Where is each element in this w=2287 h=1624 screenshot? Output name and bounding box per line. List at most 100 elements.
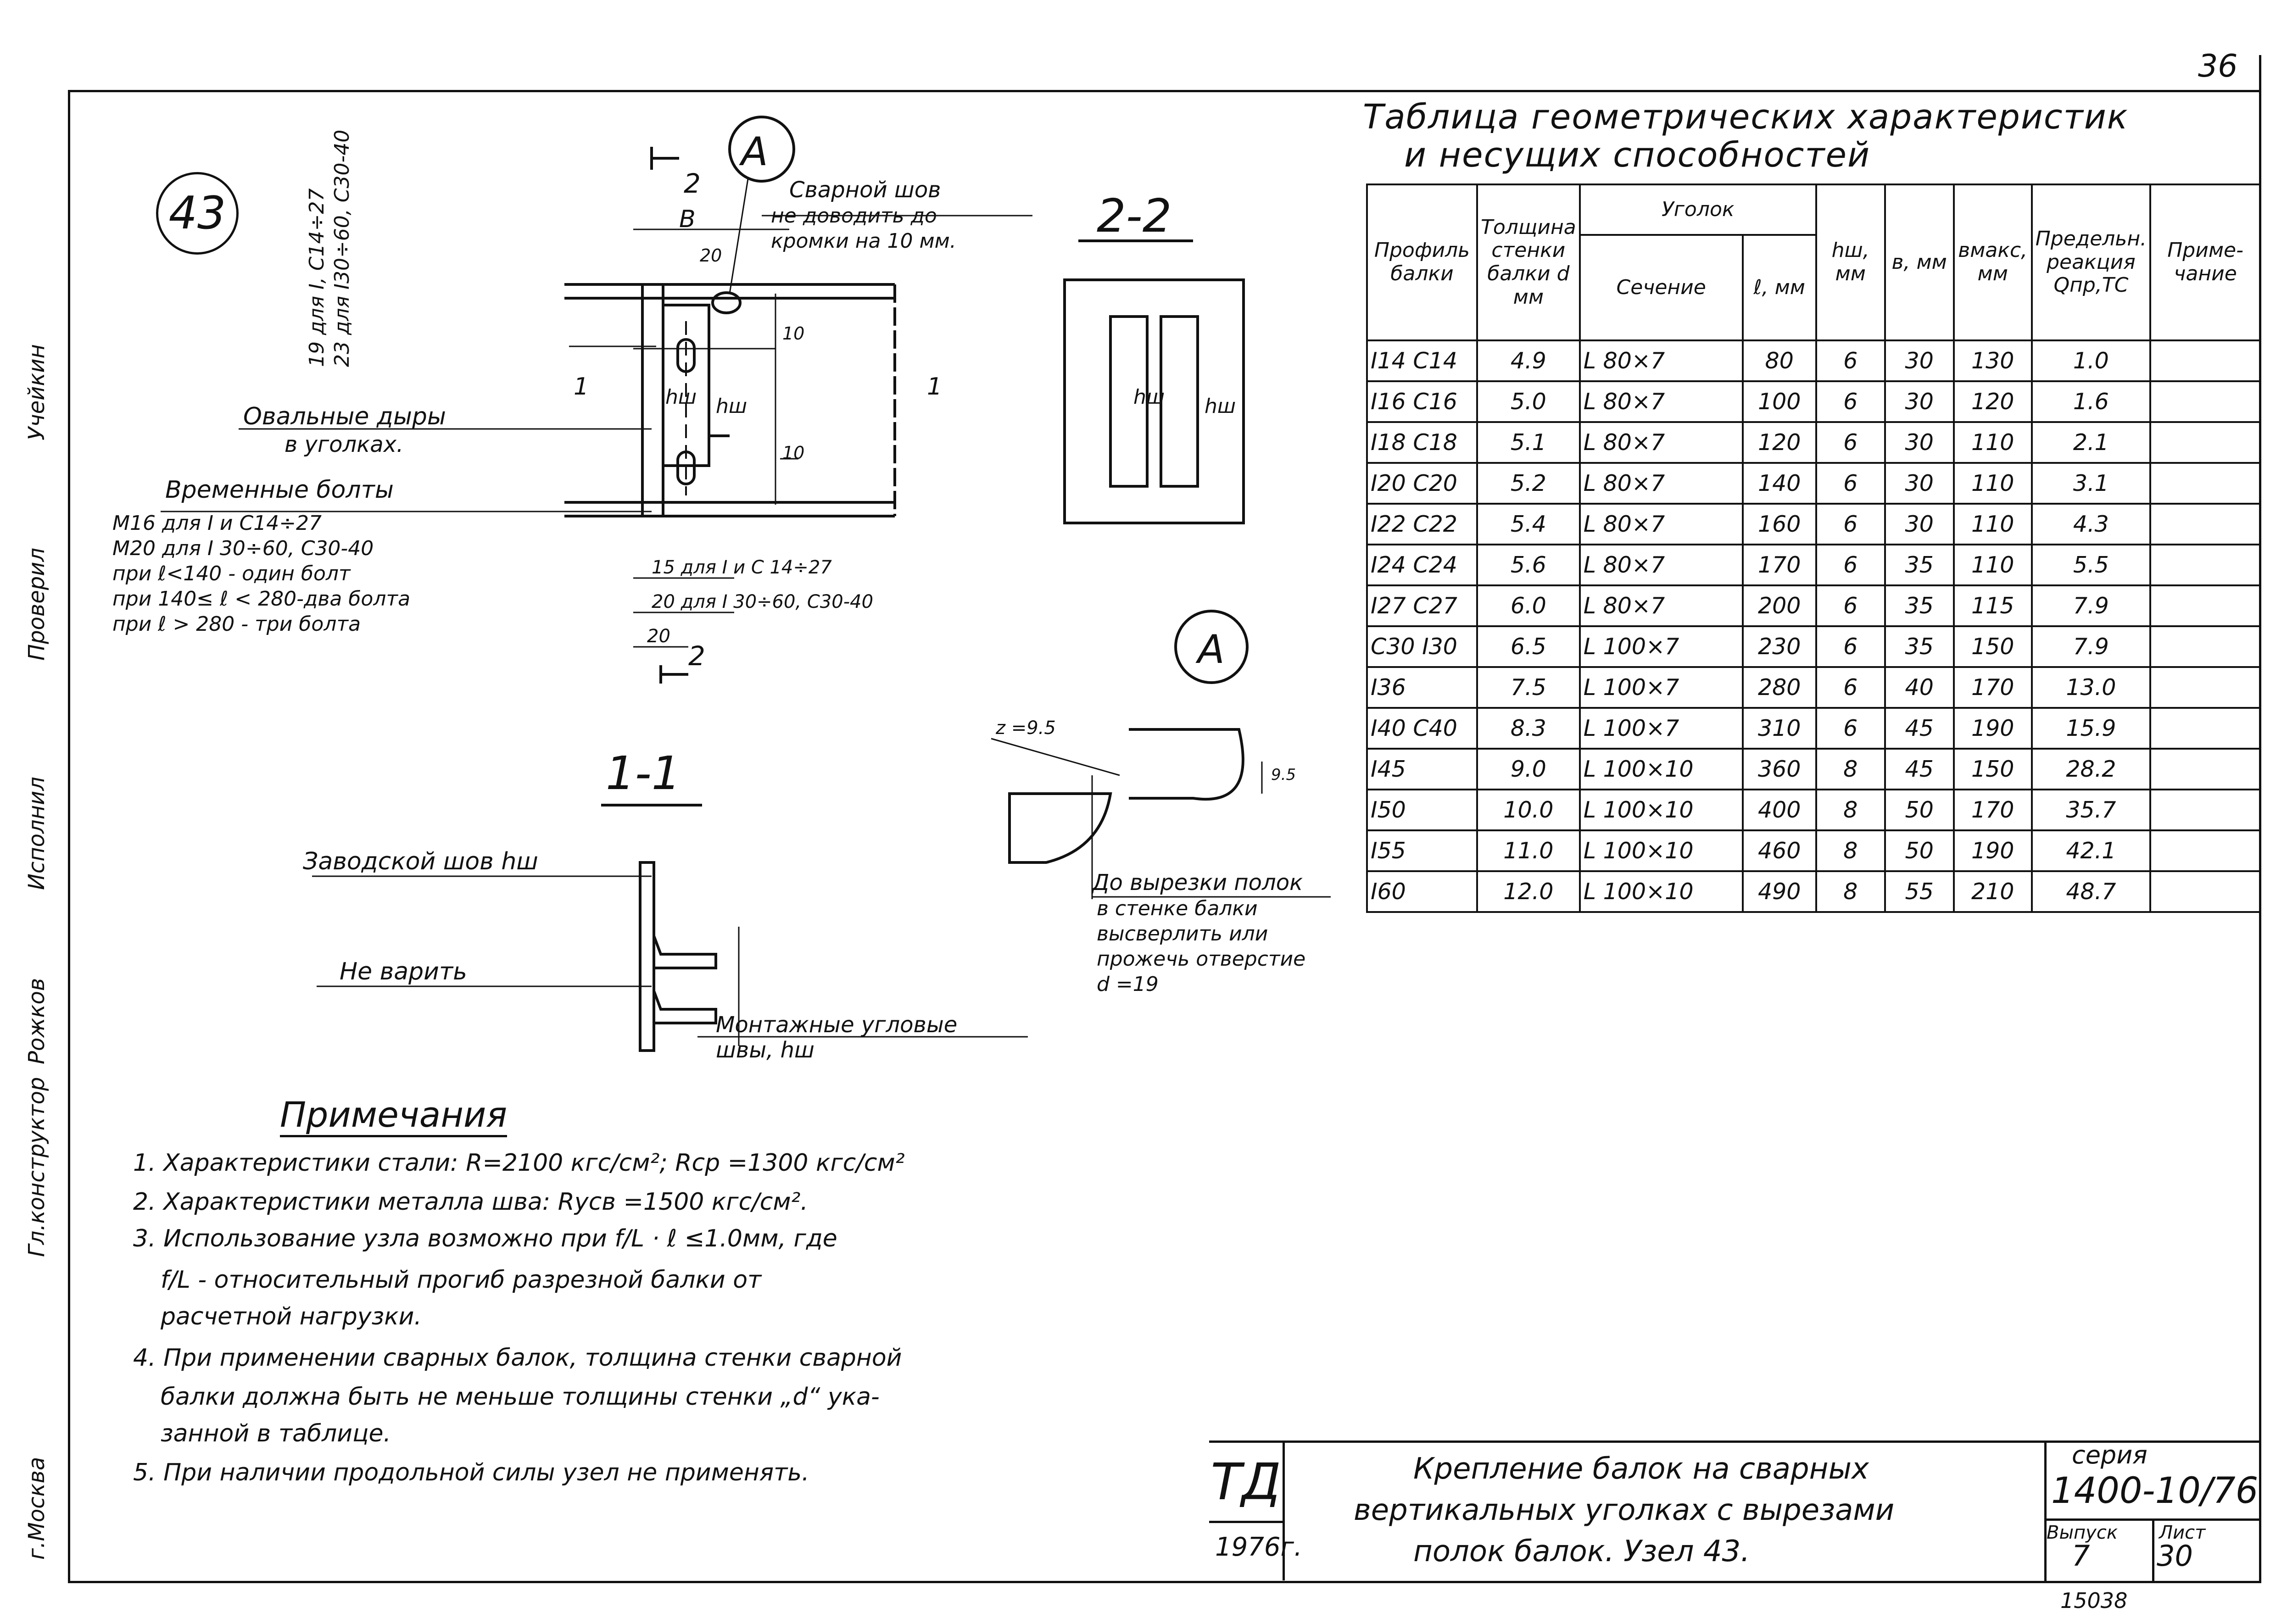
issue-label: Выпуск bbox=[2047, 1522, 2118, 1543]
cell-hw: 6 bbox=[1815, 421, 1886, 464]
dim-hw-section: hш bbox=[1133, 385, 1165, 409]
callout-a-label: A bbox=[739, 129, 768, 175]
callout-a-circle bbox=[728, 116, 795, 183]
cell-d: 12.0 bbox=[1476, 870, 1581, 913]
bottom-number: 15038 bbox=[2060, 1588, 2128, 1613]
cell-b: 50 bbox=[1884, 829, 1955, 872]
cell-l: 230 bbox=[1741, 625, 1817, 668]
cell-q: 42.1 bbox=[2030, 829, 2152, 872]
cell-l: 170 bbox=[1741, 544, 1817, 586]
cell-note bbox=[2149, 421, 2262, 464]
stamp-title-1: Крепление балок на сварных bbox=[1413, 1452, 1869, 1486]
cell-b: 50 bbox=[1884, 789, 1955, 831]
header-limit: Предельн. реакция Qпр,ТС bbox=[2030, 184, 2152, 341]
frame-left-border bbox=[68, 90, 70, 1583]
cell-d: 5.4 bbox=[1476, 503, 1581, 545]
cell-section: L 80×7 bbox=[1579, 339, 1744, 382]
mount-weld-1: Монтажные угловые bbox=[716, 1012, 957, 1038]
cell-q: 48.7 bbox=[2030, 870, 2152, 913]
section-mark-1-right: 1 bbox=[927, 373, 942, 400]
cell-profile: I22 C22 bbox=[1366, 503, 1478, 545]
cell-note bbox=[2149, 789, 2262, 831]
cell-hw: 6 bbox=[1815, 380, 1886, 423]
cell-d: 5.6 bbox=[1476, 544, 1581, 586]
cell-section: L 80×7 bbox=[1579, 380, 1744, 423]
cut-note-2: в стенке балки bbox=[1097, 897, 1258, 920]
stamp-top-line bbox=[1209, 1440, 2260, 1443]
cell-q: 7.9 bbox=[2030, 625, 2152, 668]
cell-profile: I24 C24 bbox=[1366, 544, 1478, 586]
cell-bmax: 150 bbox=[1952, 748, 2033, 790]
cell-d: 7.5 bbox=[1476, 666, 1581, 709]
dim-10-top: 10 bbox=[782, 323, 804, 344]
cell-d: 9.0 bbox=[1476, 748, 1581, 790]
cell-q: 15.9 bbox=[2030, 707, 2152, 750]
cell-note bbox=[2149, 870, 2262, 913]
node-number-circle: 43 bbox=[156, 172, 239, 255]
cell-section: L 100×7 bbox=[1579, 707, 1744, 750]
cut-note-1: До вырезки полок bbox=[1091, 870, 1303, 895]
cell-b: 30 bbox=[1884, 462, 1955, 505]
frame-bottom-border bbox=[68, 1581, 2261, 1583]
cell-d: 5.2 bbox=[1476, 462, 1581, 505]
note-2: 2. Характеристики металла шва: Rусв =150… bbox=[133, 1188, 808, 1216]
cell-profile: I16 C16 bbox=[1366, 380, 1478, 423]
cell-profile: I55 bbox=[1366, 829, 1478, 872]
issue-value: 7 bbox=[2072, 1539, 2090, 1573]
no-weld-label: Не варить bbox=[340, 958, 467, 985]
cell-l: 120 bbox=[1741, 421, 1817, 464]
cell-b: 55 bbox=[1884, 870, 1955, 913]
cell-hw: 8 bbox=[1815, 829, 1886, 872]
header-hw: hш, мм bbox=[1815, 184, 1886, 341]
header-bmax: вмакс, мм bbox=[1952, 184, 2033, 341]
cell-section: L 80×7 bbox=[1579, 503, 1744, 545]
column-web bbox=[641, 283, 664, 517]
cell-hw: 8 bbox=[1815, 870, 1886, 913]
cell-profile: I50 bbox=[1366, 789, 1478, 831]
header-section: Сечение bbox=[1579, 234, 1744, 341]
stamp-title-2: вертикальных уголках с вырезами bbox=[1354, 1493, 1895, 1527]
cell-note bbox=[2149, 625, 2262, 668]
properties-table: Профиль балки Толщина стенки балки d мм … bbox=[1366, 184, 2262, 913]
cell-hw: 8 bbox=[1815, 748, 1886, 790]
td-logo: ТД bbox=[1210, 1452, 1281, 1511]
cell-note bbox=[2149, 544, 2262, 586]
cell-d: 8.3 bbox=[1476, 707, 1581, 750]
cell-note bbox=[2149, 666, 2262, 709]
dim-hw-left: hш bbox=[665, 385, 697, 409]
cell-d: 11.0 bbox=[1476, 829, 1581, 872]
note-5: 5. При наличии продольной силы узел не п… bbox=[133, 1459, 809, 1486]
cell-profile: I45 bbox=[1366, 748, 1478, 790]
bolts-line-1: M16 для I и C14÷27 bbox=[112, 512, 322, 535]
cell-section: L 80×7 bbox=[1579, 544, 1744, 586]
cell-note bbox=[2149, 380, 2262, 423]
cell-bmax: 190 bbox=[1952, 829, 2033, 872]
cell-b: 45 bbox=[1884, 707, 1955, 750]
cell-bmax: 110 bbox=[1952, 544, 2033, 586]
weld-note-2: не доводить до bbox=[771, 204, 937, 228]
dim-15-note: 15 для I и C 14÷27 bbox=[652, 557, 832, 578]
cell-q: 5.5 bbox=[2030, 544, 2152, 586]
note-3a: 3. Использование узла возможно при f/L ·… bbox=[133, 1225, 837, 1252]
header-b: в, мм bbox=[1884, 184, 1955, 341]
cell-note bbox=[2149, 462, 2262, 505]
cell-bmax: 115 bbox=[1952, 584, 2033, 627]
stamp-logo-divider bbox=[1209, 1521, 1283, 1523]
cell-hw: 6 bbox=[1815, 503, 1886, 545]
section-2-2-label: 2-2 bbox=[1097, 189, 1171, 243]
bolts-line-2: M20 для I 30÷60, C30-40 bbox=[112, 537, 374, 560]
cell-profile: I14 C14 bbox=[1366, 339, 1478, 382]
cell-profile: C30 I30 bbox=[1366, 625, 1478, 668]
cell-l: 100 bbox=[1741, 380, 1817, 423]
dim-20: 20 bbox=[700, 245, 722, 266]
cut-note-5: d =19 bbox=[1097, 973, 1159, 996]
cell-l: 200 bbox=[1741, 584, 1817, 627]
cut-note-3: высверлить или bbox=[1097, 922, 1268, 945]
cell-d: 6.5 bbox=[1476, 625, 1581, 668]
